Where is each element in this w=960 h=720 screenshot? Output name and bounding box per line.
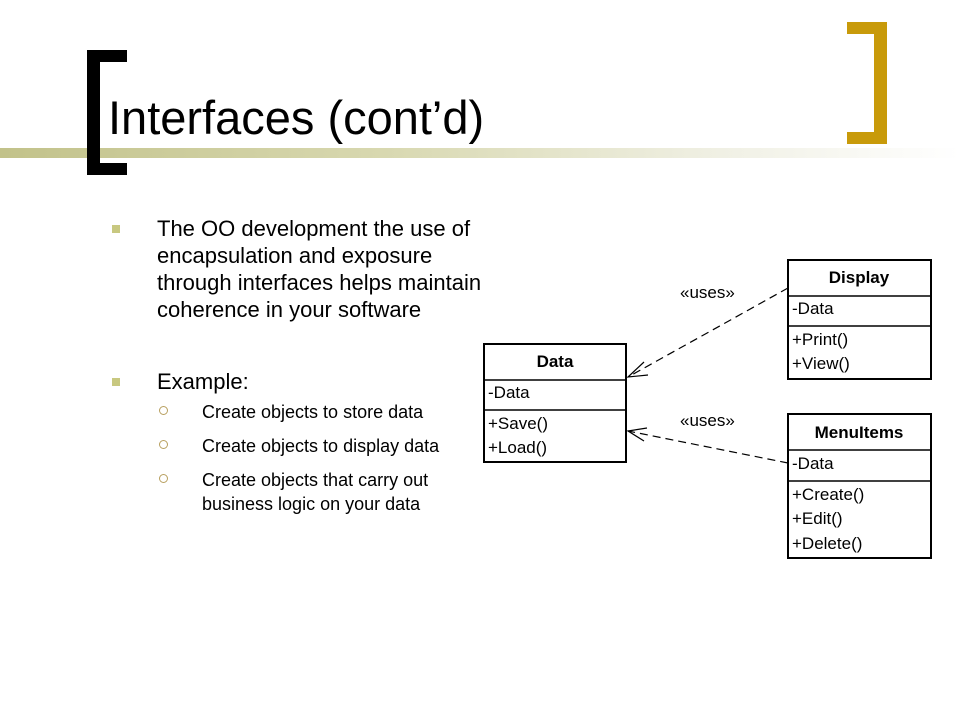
class-menuitems-method: +Create() [792, 485, 864, 504]
uses-relation-display-data: «uses» [626, 283, 789, 378]
right-bracket-top [847, 22, 887, 34]
sub-bullet-item: Create objects that carry out business l… [112, 468, 484, 516]
right-bracket-bottom [847, 132, 887, 144]
bullet-item: The OO development the use of encapsulat… [112, 215, 492, 323]
circle-bullet-icon [159, 474, 168, 483]
dependency-arrowhead-icon [626, 361, 649, 378]
sub-bullet-list: Create objects to store data Create obje… [112, 400, 484, 516]
sub-bullet-text: Create objects to store data [202, 402, 424, 422]
class-menuitems-name: MenuItems [815, 423, 904, 442]
title-underline-bar [0, 148, 960, 158]
left-bracket-top [87, 50, 127, 62]
uses-relation-menuitems-data: «uses» [626, 411, 789, 464]
class-display: Display -Data +Print() +View() [787, 259, 932, 380]
right-bracket [874, 22, 887, 144]
sub-bullet-text: Create objects to display data [202, 436, 440, 456]
class-data-name: Data [537, 352, 574, 371]
left-bracket-bottom [87, 163, 127, 175]
left-bracket [87, 50, 100, 175]
class-display-method: +Print() [792, 330, 848, 349]
circle-bullet-icon [159, 406, 168, 415]
uses-label: «uses» [680, 411, 735, 430]
class-data-method: +Load() [488, 438, 547, 457]
class-display-name: Display [829, 268, 890, 287]
bullet-list: The OO development the use of encapsulat… [112, 215, 492, 323]
sub-bullet-item: Create objects to display data [112, 434, 484, 458]
class-data-method: +Save() [488, 414, 548, 433]
sub-bullet-text: Create objects that carry out business l… [202, 470, 429, 514]
sub-bullet-item: Create objects to store data [112, 400, 484, 424]
dependency-arrowhead-icon [626, 427, 648, 442]
class-menuitems: MenuItems -Data +Create() +Edit() +Delet… [787, 413, 932, 559]
class-menuitems-method: +Delete() [792, 534, 862, 553]
class-display-method: +View() [792, 354, 850, 373]
class-display-attribute: -Data [792, 299, 834, 318]
class-menuitems-method: +Edit() [792, 509, 843, 528]
class-menuitems-attribute: -Data [792, 454, 834, 473]
class-data: Data -Data +Save() +Load() [483, 343, 627, 463]
uses-label: «uses» [680, 283, 735, 302]
slide-title: Interfaces (cont’d) [108, 91, 485, 144]
bullet-list-2: Example: [112, 368, 492, 395]
circle-bullet-icon [159, 440, 168, 449]
class-data-attribute: -Data [488, 383, 530, 402]
bullet-item: Example: [112, 368, 492, 395]
